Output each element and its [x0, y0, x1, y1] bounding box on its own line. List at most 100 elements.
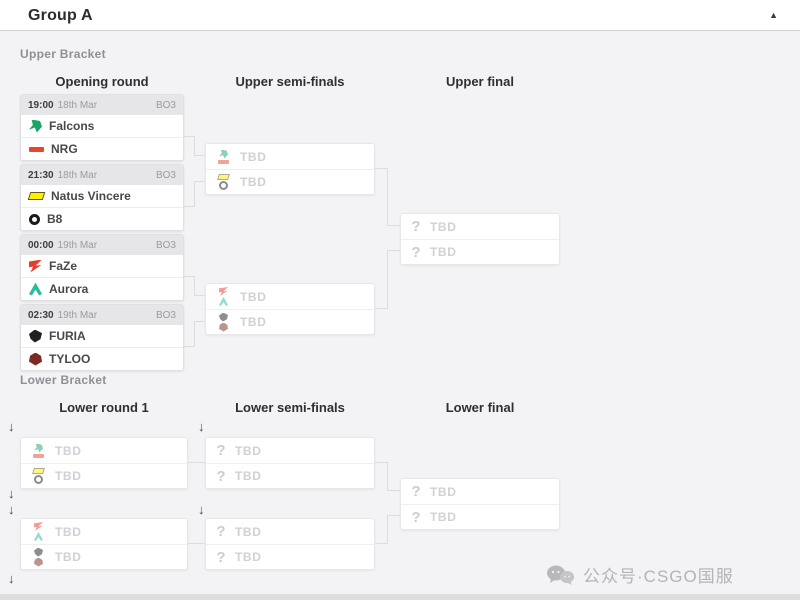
drop-arrow-icon: ↓	[8, 486, 15, 501]
tbd-label: TBD	[55, 469, 82, 483]
tbd-slot[interactable]: TBD	[206, 144, 374, 169]
tbd-label: TBD	[240, 149, 267, 164]
team-row-tyloo[interactable]: TYLOO	[21, 347, 183, 370]
tbd-slot[interactable]: ? TBD	[401, 479, 559, 504]
tbd-label: TBD	[430, 510, 457, 524]
tbd-slot[interactable]: ? TBD	[401, 239, 559, 264]
tbd-slot[interactable]: TBD	[206, 309, 374, 334]
team-name: Aurora	[49, 282, 89, 296]
placeholder-team-icon: ?	[216, 442, 226, 459]
possible-teams-icons	[30, 443, 47, 458]
team-row-b8[interactable]: B8	[21, 207, 183, 230]
match-ub-opening-2[interactable]: 21:30 18th Mar BO3 Natus Vincere B8	[20, 164, 184, 231]
tbd-slot[interactable]: ? TBD	[206, 544, 374, 569]
drop-arrow-icon: ↓	[198, 419, 205, 434]
tbd-slot[interactable]: ? TBD	[401, 214, 559, 239]
team-name: FaZe	[49, 259, 78, 273]
tbd-slot[interactable]: TBD	[206, 284, 374, 309]
bracket-connector	[387, 515, 388, 544]
bracket-connector	[188, 543, 205, 544]
furia-logo-icon	[219, 312, 228, 322]
tbd-slot[interactable]: ? TBD	[206, 519, 374, 544]
match-ub-semifinal-1[interactable]: TBD TBD	[205, 143, 375, 195]
b8-logo-icon	[219, 181, 228, 190]
bracket-connector	[387, 251, 388, 309]
match-header: 02:30 19th Mar BO3	[21, 305, 183, 325]
match-lb-semifinal-1[interactable]: ? TBD ? TBD	[205, 437, 375, 489]
tbd-slot[interactable]: TBD	[21, 544, 187, 569]
bracket-connector	[375, 168, 388, 169]
tbd-label: TBD	[235, 469, 262, 483]
possible-teams-icons	[30, 468, 47, 484]
column-header-lower-round-1: Lower round 1	[59, 400, 149, 415]
drop-arrow-icon: ↓	[8, 502, 15, 517]
tbd-label: TBD	[240, 289, 267, 304]
match-format: BO3	[155, 309, 176, 321]
match-date: 18th Mar	[57, 169, 98, 181]
team-name: FURIA	[49, 329, 86, 343]
match-lb-round1-1[interactable]: TBD TBD	[20, 437, 188, 489]
team-row-furia[interactable]: FURIA	[21, 325, 183, 347]
match-lb-final[interactable]: ? TBD ? TBD	[400, 478, 560, 530]
placeholder-team-icon: ?	[411, 508, 421, 526]
group-header-bar: Group A ▲	[0, 0, 800, 31]
bracket-connector	[387, 250, 400, 251]
team-name: TYLOO	[49, 352, 91, 366]
wechat-chat-bubbles-icon	[547, 565, 574, 585]
bracket-connector	[194, 321, 205, 322]
column-header-opening-round: Opening round	[55, 74, 149, 89]
faze-logo-icon	[219, 287, 228, 296]
possible-teams-icons	[215, 149, 232, 164]
aurora-logo-icon	[34, 532, 43, 541]
team-name: Falcons	[49, 119, 95, 133]
bracket-connector	[194, 276, 195, 296]
match-date: 19th Mar	[57, 309, 98, 321]
match-lb-round1-2[interactable]: TBD TBD	[20, 518, 188, 570]
team-row-aurora[interactable]: Aurora	[21, 277, 183, 300]
match-time: 21:30	[28, 169, 54, 181]
b8-logo-icon	[34, 475, 43, 484]
possible-teams-icons	[215, 174, 232, 190]
match-ub-opening-4[interactable]: 02:30 19th Mar BO3 FURIA TYLOO	[20, 304, 184, 371]
lower-bracket-label: Lower Bracket	[20, 373, 107, 387]
team-row-nrg[interactable]: NRG	[21, 137, 183, 160]
tbd-slot[interactable]: ? TBD	[206, 438, 374, 463]
bracket-connector	[194, 155, 205, 156]
bracket-connector	[194, 181, 195, 207]
bracket-connector	[184, 346, 195, 347]
match-ub-opening-1[interactable]: 19:00 18th Mar BO3 Falcons NRG	[20, 94, 184, 161]
falcons-logo-icon	[34, 443, 43, 453]
team-row-navi[interactable]: Natus Vincere	[21, 185, 183, 207]
match-time: 02:30	[28, 309, 54, 321]
possible-teams-icons	[215, 312, 232, 332]
bracket-connector	[375, 543, 388, 544]
tbd-label: TBD	[235, 524, 262, 539]
tbd-slot[interactable]: ? TBD	[401, 504, 559, 529]
match-header: 21:30 18th Mar BO3	[21, 165, 183, 185]
watermark-text: 公众号·CSGO国服	[583, 567, 734, 586]
team-row-falcons[interactable]: Falcons	[21, 115, 183, 137]
match-format: BO3	[155, 99, 176, 111]
watermark: 公众号·CSGO国服	[545, 562, 734, 587]
match-ub-semifinal-2[interactable]: TBD TBD	[205, 283, 375, 335]
tbd-slot[interactable]: TBD	[21, 519, 187, 544]
tbd-slot[interactable]: TBD	[206, 169, 374, 194]
tbd-slot[interactable]: ? TBD	[206, 463, 374, 488]
furia-logo-icon	[34, 547, 43, 557]
match-ub-opening-3[interactable]: 00:00 19th Mar BO3 FaZe Aurora	[20, 234, 184, 301]
collapse-toggle-icon[interactable]: ▲	[769, 10, 778, 20]
team-name: NRG	[51, 142, 78, 156]
possible-teams-icons	[215, 287, 232, 306]
tbd-slot[interactable]: TBD	[21, 463, 187, 488]
placeholder-team-icon: ?	[411, 483, 421, 500]
match-lb-semifinal-2[interactable]: ? TBD ? TBD	[205, 518, 375, 570]
bracket-connector	[375, 462, 388, 463]
tbd-label: TBD	[55, 550, 82, 564]
nrg-logo-icon	[29, 146, 44, 152]
match-ub-final[interactable]: ? TBD ? TBD	[400, 213, 560, 265]
falcons-logo-icon	[219, 149, 228, 159]
faze-logo-icon	[34, 522, 43, 531]
faze-logo-icon	[29, 259, 42, 273]
tbd-slot[interactable]: TBD	[21, 438, 187, 463]
team-row-faze[interactable]: FaZe	[21, 255, 183, 277]
